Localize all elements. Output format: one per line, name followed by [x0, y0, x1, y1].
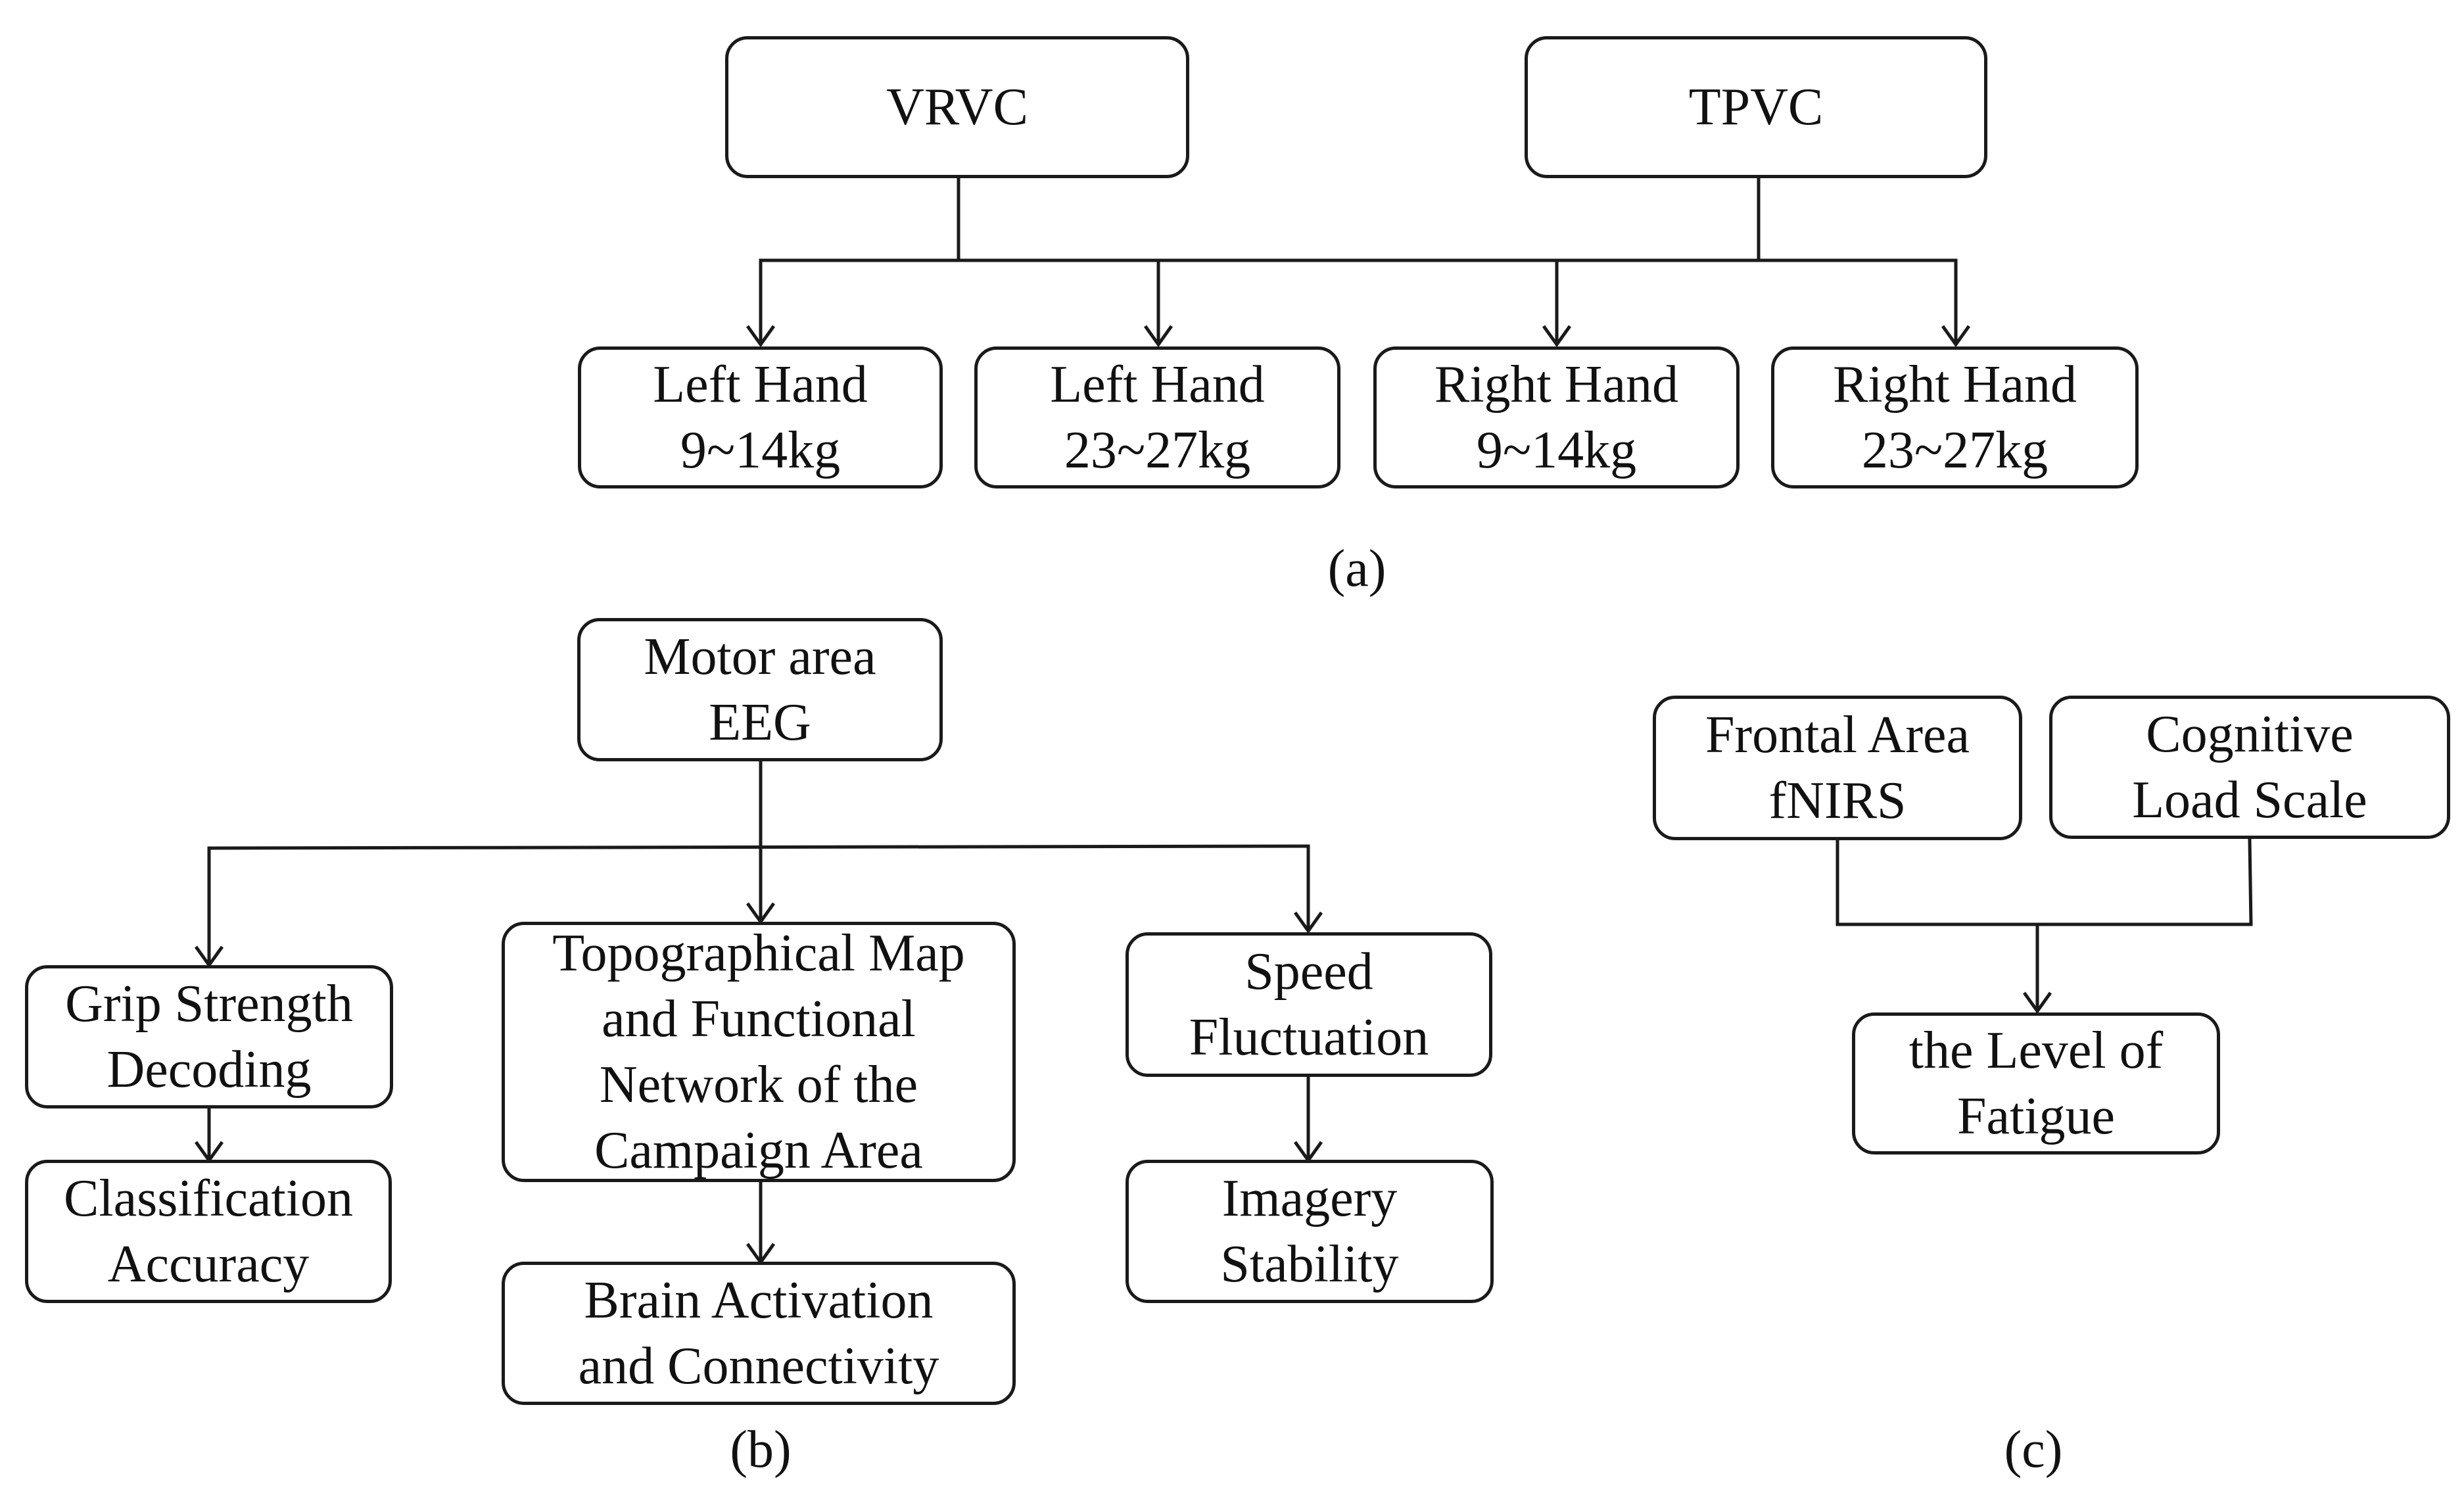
panel-c-caption: (c) — [2004, 1421, 2063, 1479]
tpvc-label: TPVC — [1688, 78, 1824, 136]
frontal-area-fnirs-box: Frontal Area fNIRS — [1653, 696, 2022, 840]
metric-label-line: Accuracy — [107, 1235, 310, 1293]
metric-label-line: and Connectivity — [578, 1337, 939, 1395]
analysis-label-line: Grip Strength — [65, 975, 353, 1033]
cognitive-load-scale-box: Cognitive Load Scale — [2049, 696, 2450, 839]
analysis-label-line: Speed — [1244, 943, 1373, 1001]
scale-stem-line — [2248, 838, 2253, 926]
group-hand-label: Right Hand — [1434, 356, 1679, 414]
metric-label-line: Brain Activation — [584, 1272, 934, 1329]
group-hand-label: Left Hand — [1050, 356, 1265, 414]
group-right-hand-light-box: Right Hand 9~14kg — [1373, 346, 1740, 488]
level-of-fatigue-box: the Level of Fatigue — [1852, 1012, 2220, 1154]
input-label-line: Frontal Area — [1705, 706, 1970, 764]
group-load-label: 9~14kg — [680, 421, 841, 479]
group-hand-label: Left Hand — [653, 356, 868, 414]
group-2-arrowhead — [1143, 325, 1173, 348]
group-load-label: 23~27kg — [1861, 421, 2049, 479]
metric-label-line: Stability — [1220, 1235, 1399, 1293]
fatigue-arrowhead — [2022, 991, 2052, 1014]
panel-a-caption: (a) — [1327, 540, 1386, 598]
input-label-line: Load Scale — [2132, 771, 2367, 829]
group-4-arrowhead — [1941, 325, 1971, 348]
grip-strength-decoding-box: Grip Strength Decoding — [25, 965, 393, 1108]
eeg-label-line: Motor area — [644, 628, 876, 686]
group-load-label: 23~27kg — [1064, 421, 1251, 479]
topographical-map-box: Topographical Map and Functional Network… — [502, 922, 1016, 1182]
vrvc-label: VRVC — [886, 78, 1028, 136]
group-3-arrowhead — [1542, 325, 1572, 348]
branch-3-arrowhead — [1293, 911, 1323, 934]
vrvc-box: VRVC — [725, 36, 1189, 178]
metric-label-line: Classification — [64, 1170, 353, 1227]
speed-fluctuation-box: Speed Fluctuation — [1125, 932, 1492, 1077]
motor-area-eeg-box: Motor area EEG — [577, 618, 943, 761]
panel-b-caption: (b) — [730, 1421, 792, 1479]
analysis-label-line: Decoding — [107, 1041, 312, 1099]
group-right-hand-heavy-box: Right Hand 23~27kg — [1771, 346, 2139, 488]
eeg-bus-line — [207, 844, 1310, 850]
eeg-label-line: EEG — [709, 694, 811, 751]
group-left-hand-heavy-box: Left Hand 23~27kg — [974, 346, 1340, 488]
output-label-line: Fatigue — [1957, 1087, 2115, 1145]
brain-activation-box: Brain Activation and Connectivity — [502, 1262, 1016, 1405]
imagery-stability-box: Imagery Stability — [1125, 1160, 1494, 1303]
group-hand-label: Right Hand — [1832, 356, 2077, 414]
analysis-label-line: and Functional — [602, 990, 916, 1048]
classification-accuracy-box: Classification Accuracy — [25, 1160, 392, 1303]
metric-label-line: Imagery — [1221, 1170, 1398, 1227]
input-label-line: Cognitive — [2146, 705, 2354, 763]
group-1-arrowhead — [746, 325, 776, 348]
output-label-line: the Level of — [1908, 1022, 2164, 1080]
tpvc-box: TPVC — [1525, 36, 1987, 178]
group-left-hand-light-box: Left Hand 9~14kg — [578, 346, 943, 488]
analysis-label-line: Topographical Map — [552, 924, 965, 982]
input-label-line: fNIRS — [1768, 772, 1907, 830]
analysis-label-line: Fluctuation — [1189, 1009, 1429, 1066]
analysis-label-line: Network of the — [599, 1056, 918, 1114]
analysis-label-line: Campaign Area — [594, 1122, 923, 1179]
group-load-label: 9~14kg — [1476, 421, 1637, 479]
